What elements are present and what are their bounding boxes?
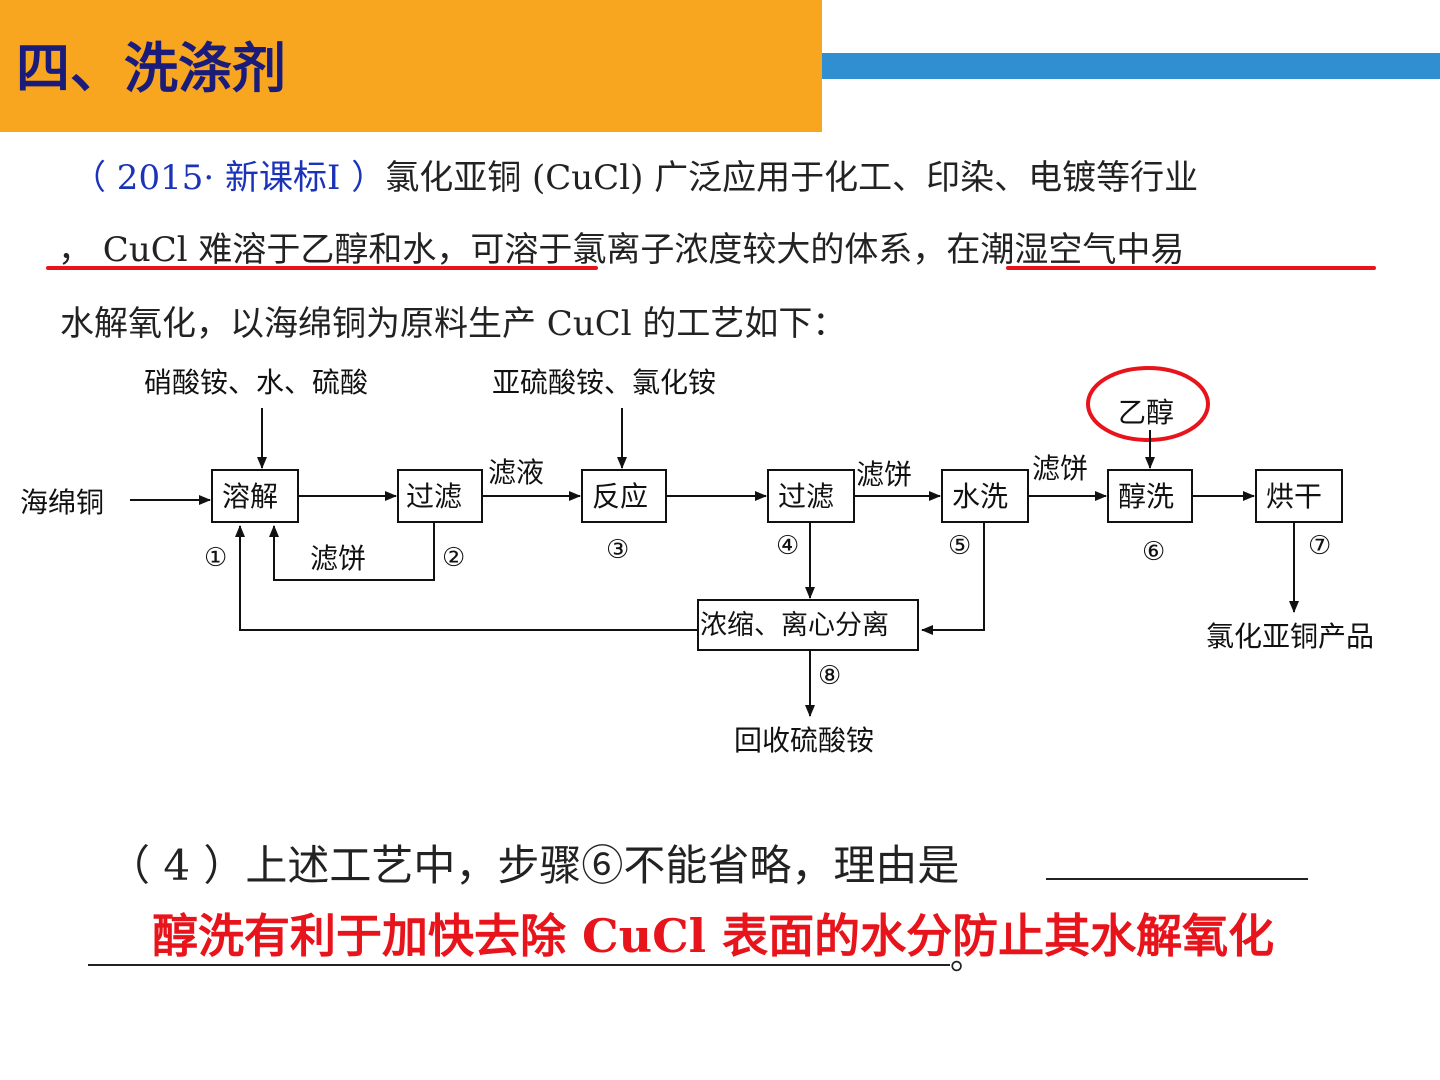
step-7: ⑦ [1308, 531, 1331, 561]
answer-text: 醇洗有利于加快去除 CuCl 表面的水分防止其水解氧化 [152, 909, 1275, 963]
answer-blank-2 [88, 964, 950, 966]
box-dissolve-label: 溶解 [222, 480, 278, 513]
box-filter-1-label: 过滤 [406, 480, 462, 513]
answer-blank-1 [1046, 878, 1308, 880]
arrow-concentrate-to-dissolve [235, 525, 698, 631]
input-dissolve-reagents: 硝酸铵、水、硫酸 [144, 366, 368, 399]
start-material: 海绵铜 [20, 486, 104, 519]
box-concentrate [697, 599, 919, 651]
page-title: 四、洗涤剂 [16, 37, 286, 100]
question-source: （ 2015· 新课标Ⅰ ） [72, 158, 386, 198]
box-alcohol-wash-label: 醇洗 [1118, 480, 1174, 513]
step-4: ④ [776, 531, 799, 561]
ethanol-highlight-circle [1086, 366, 1210, 442]
step-3: ③ [606, 535, 629, 565]
step-2: ② [442, 543, 465, 573]
edge-label-cake-back: 滤饼 [310, 542, 366, 575]
question-text: （ 4 ）上述工艺中，步骤⑥不能省略，理由是 [108, 841, 960, 890]
paragraph-line-3: 水解氧化，以海绵铜为原料生产 CuCl 的工艺如下： [60, 304, 847, 344]
output-product: 氯化亚铜产品 [1206, 620, 1374, 653]
title-bar [0, 0, 822, 132]
input-ethanol: 乙醇 [1118, 396, 1174, 429]
box-water-wash-label: 水洗 [952, 480, 1008, 513]
input-react-reagents: 亚硫酸铵、氯化铵 [492, 366, 716, 399]
box-react [581, 469, 667, 523]
box-filter-1 [397, 469, 483, 523]
box-dissolve [211, 469, 299, 523]
box-dry [1255, 469, 1343, 523]
arrow-cake-recycle [269, 522, 435, 581]
highlight-underline-2 [1006, 266, 1376, 270]
edge-label-filtrate: 滤液 [488, 456, 544, 489]
step-6: ⑥ [1142, 537, 1165, 567]
paragraph-line-2: ， CuCl 难溶于乙醇和水，可溶于氯离子浓度较大的体系，在潮湿空气中易 [58, 230, 1185, 270]
edge-label-cake-2: 滤饼 [1032, 452, 1088, 485]
step-8: ⑧ [818, 661, 841, 691]
arrow-water-wash-to-concentrate [921, 522, 985, 635]
answer-end-mark: 。 [950, 938, 984, 978]
box-concentrate-label: 浓缩、离心分离 [700, 610, 889, 641]
step-1: ① [204, 543, 227, 573]
paragraph-line-1: （ 2015· 新课标Ⅰ ）氯化亚铜 (CuCl) 广泛应用于化工、印染、电镀等… [72, 150, 1198, 199]
step-5: ⑤ [948, 531, 971, 561]
box-filter-2-label: 过滤 [778, 480, 834, 513]
edge-label-cake-1: 滤饼 [856, 458, 912, 491]
header-stripe [822, 53, 1440, 79]
box-dry-label: 烘干 [1266, 480, 1322, 513]
output-recover: 回收硫酸铵 [734, 724, 874, 757]
box-react-label: 反应 [592, 480, 648, 513]
paragraph-line-1-text: 氯化亚铜 (CuCl) 广泛应用于化工、印染、电镀等行业 [385, 158, 1199, 198]
highlight-underline-1 [46, 266, 598, 270]
box-filter-2 [767, 469, 855, 523]
